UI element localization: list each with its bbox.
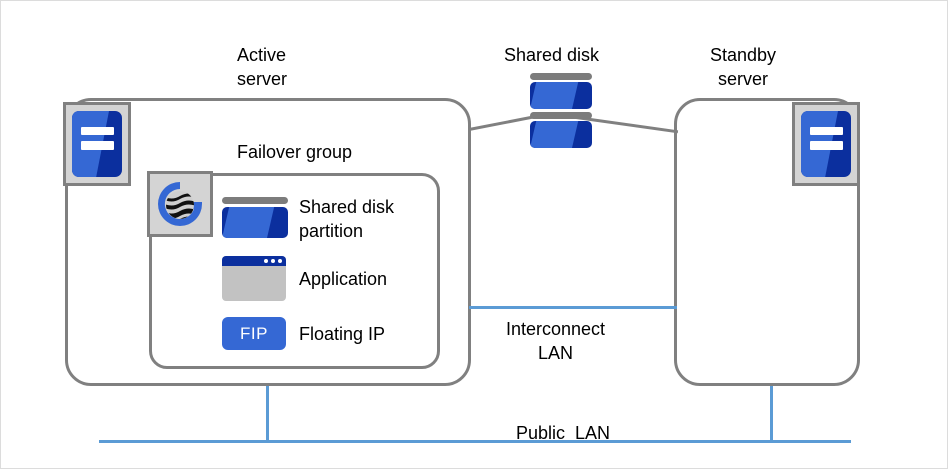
- interconnect-lan-line: [469, 306, 677, 309]
- public-lan-label: Public LAN: [516, 423, 611, 443]
- server-bar: [809, 126, 843, 136]
- application-label: Application: [299, 269, 388, 289]
- floating-ip-label: Floating IP: [299, 324, 386, 344]
- disk-plate: [222, 207, 288, 238]
- server-bar: [809, 141, 843, 150]
- logo-g-glyph: [158, 182, 202, 226]
- server-chassis: [72, 111, 122, 177]
- app-dot: [264, 259, 268, 263]
- server-bar: [80, 126, 114, 136]
- shared-disk-label: Shared disk: [504, 45, 600, 65]
- disk-plate: [530, 82, 592, 109]
- active-server-label: Active server: [237, 45, 288, 89]
- app-dot: [278, 259, 282, 263]
- active-server-box: [65, 98, 471, 386]
- shared-disk-partition-label: Shared disk partition: [299, 197, 395, 241]
- server-icon-standby: [792, 102, 860, 186]
- app-titlebar: [222, 256, 286, 266]
- failover-group-title: Failover group: [237, 142, 353, 162]
- app-dot: [271, 259, 275, 263]
- application-icon: [222, 256, 286, 301]
- fip-chip-icon: FIP: [222, 317, 286, 350]
- disk-cap: [530, 73, 592, 80]
- disk-cap: [222, 197, 288, 204]
- disk-unit-lower: [530, 112, 592, 148]
- disk-unit-upper: [530, 73, 592, 109]
- server-chassis: [801, 111, 851, 177]
- interconnect-lan-label: Interconnect LAN: [506, 319, 606, 363]
- standby-server-box: [674, 98, 860, 386]
- shared-disk-partition-icon: [222, 197, 288, 238]
- disk-cap: [530, 112, 592, 119]
- public-lan-drop-standby: [770, 386, 773, 442]
- disk-plate: [530, 121, 592, 148]
- server-icon-active: [63, 102, 131, 186]
- standby-server-label: Standby server: [710, 45, 777, 89]
- public-lan-drop-active: [266, 386, 269, 442]
- shared-disk-icon: [530, 73, 592, 148]
- expresscluster-logo-icon: [147, 171, 213, 237]
- failover-group-box: [149, 173, 440, 369]
- server-bar: [80, 141, 114, 150]
- public-lan-line: [99, 440, 851, 443]
